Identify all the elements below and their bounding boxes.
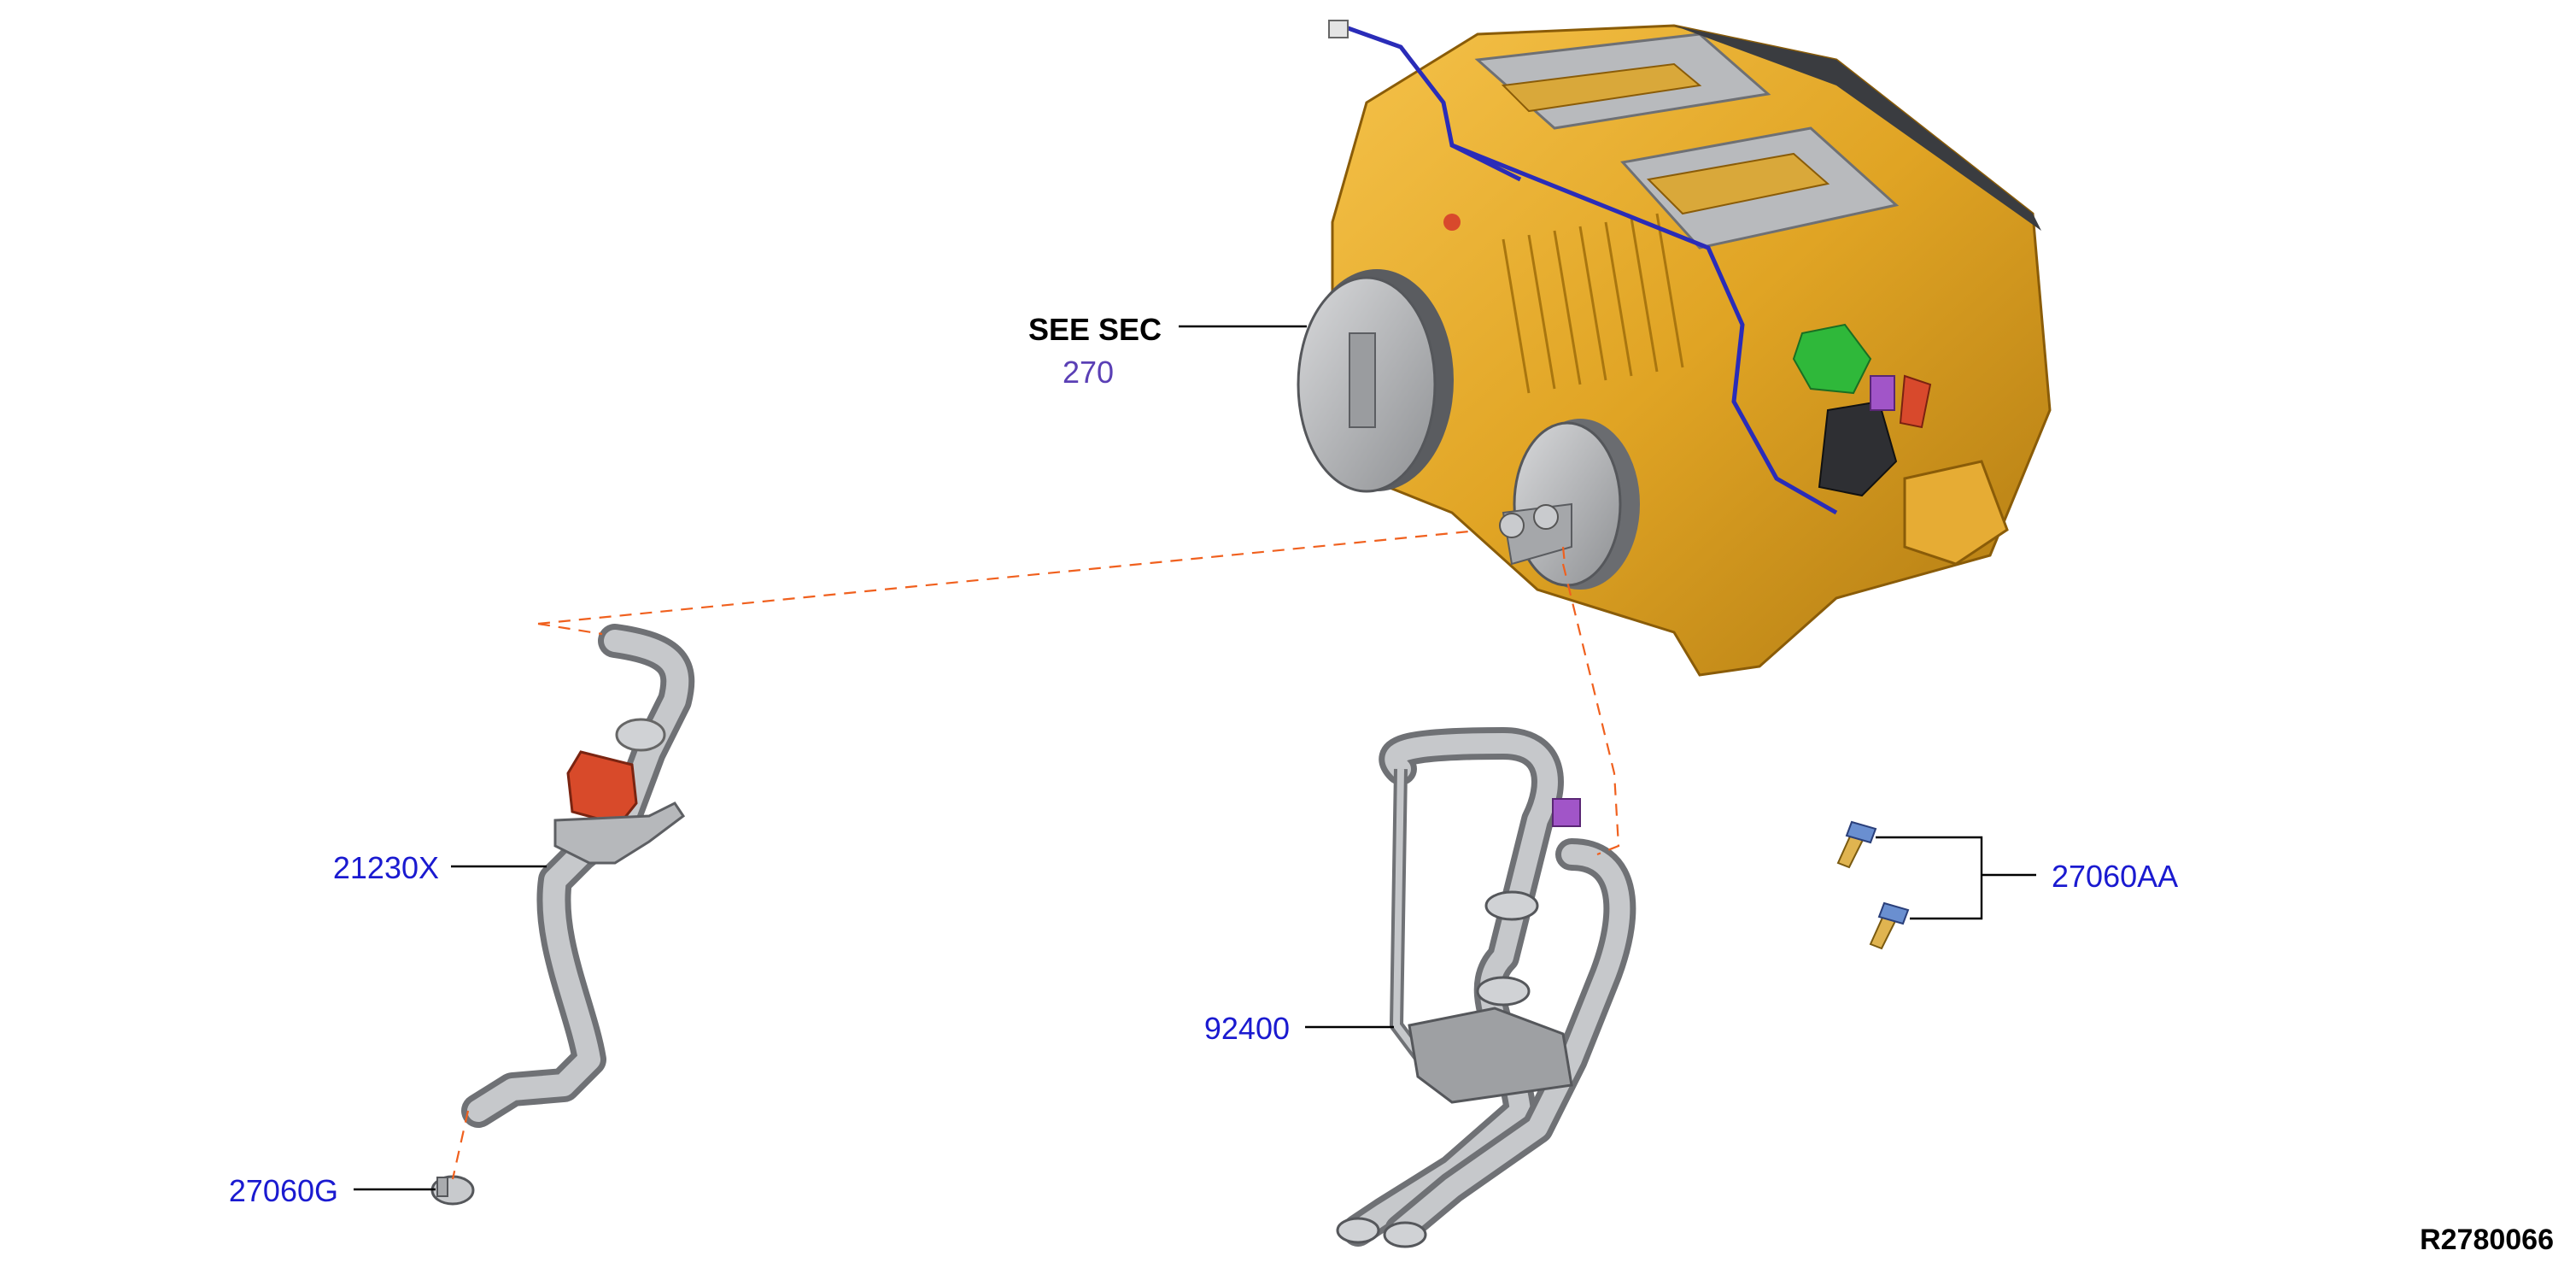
hose-21230x-illustration <box>430 624 695 1206</box>
leader-lines <box>354 325 2036 1191</box>
dashed-connection-leaders <box>451 530 1620 1180</box>
see-section-label: SEE SEC <box>1028 312 1162 347</box>
heater-unit-illustration <box>1297 20 2052 677</box>
part-label-27060g[interactable]: 27060G <box>229 1173 338 1208</box>
part-label-92400[interactable]: 92400 <box>1204 1011 1290 1046</box>
diagram-reference-id: R2780066 <box>2420 1224 2554 1256</box>
part-label-21230x[interactable]: 21230X <box>333 850 439 885</box>
screws-27060aa-illustration <box>1836 820 1910 950</box>
see-section-number[interactable]: 270 <box>1063 355 1114 390</box>
part-label-27060aa[interactable]: 27060AA <box>2052 859 2178 894</box>
hose-92400-illustration <box>1336 727 1636 1248</box>
